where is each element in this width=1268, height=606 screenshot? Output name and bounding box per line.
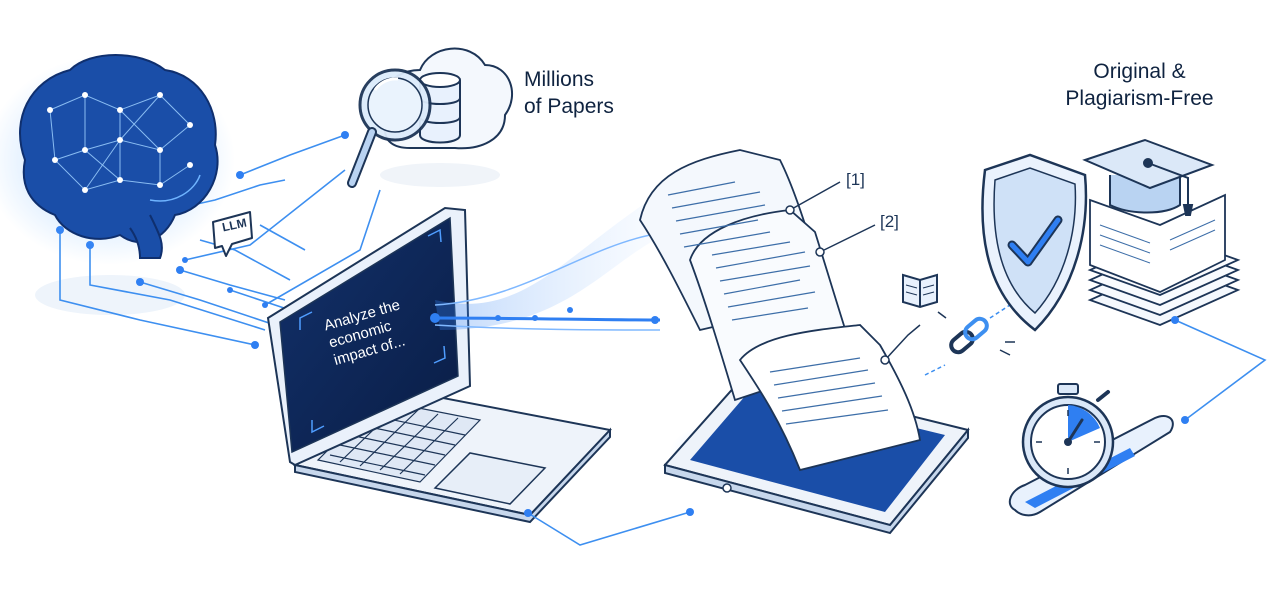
citation-1: [1] xyxy=(846,170,865,189)
connector-dot xyxy=(1171,316,1179,324)
citation-leaders xyxy=(789,181,921,361)
shield-check-icon xyxy=(981,153,1088,332)
citation-node-1 xyxy=(785,205,795,215)
magnifier-icon xyxy=(347,68,432,188)
link-icon xyxy=(924,304,1015,376)
paper-stack xyxy=(1087,193,1241,326)
connector-dot xyxy=(524,509,532,517)
label-millions-of-papers: Millions of Papers xyxy=(524,66,614,120)
connector-lines xyxy=(527,319,1267,546)
document-icon xyxy=(639,149,922,472)
graduation-cap-icon xyxy=(1082,138,1215,216)
papers-shadow xyxy=(380,163,500,187)
citation-node-3 xyxy=(880,355,890,365)
laptop-screen xyxy=(279,216,459,454)
original-line-1: Original & xyxy=(1093,60,1186,83)
circuit-lines xyxy=(59,134,381,346)
citation-node-2 xyxy=(815,247,825,257)
chat-bubble-icon xyxy=(212,211,253,257)
connector-dot xyxy=(1181,416,1189,424)
label-original-plagiarism-free: Original & Plagiarism-Free xyxy=(1065,58,1213,112)
trackpad xyxy=(433,452,547,505)
connector-dot xyxy=(686,508,694,516)
brain-icon xyxy=(0,54,235,265)
data-beam xyxy=(430,200,661,331)
citation-2: [2] xyxy=(880,212,899,231)
papers-line-2: of Papers xyxy=(524,95,614,118)
book-icon xyxy=(902,273,938,309)
brain-shadow xyxy=(35,275,185,315)
laptop-icon xyxy=(266,206,612,524)
original-line-2: Plagiarism-Free xyxy=(1065,87,1214,110)
stopwatch-icon xyxy=(1021,383,1115,489)
papers-line-1: Millions xyxy=(524,68,595,91)
